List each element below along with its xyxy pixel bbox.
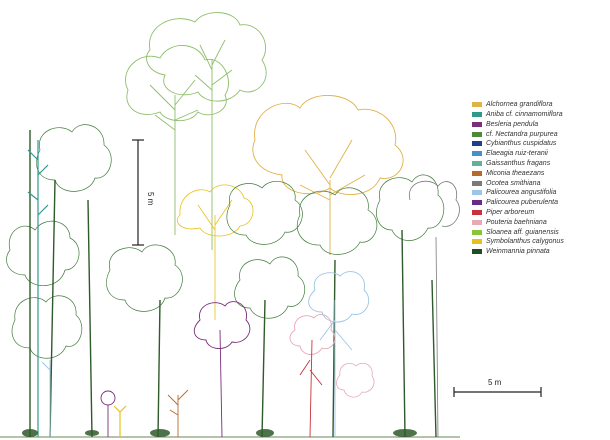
tree-aniba [28, 140, 48, 437]
legend-label: Piper arboreum [486, 208, 534, 217]
legend-label: Elaeagia ruiz-teranii [486, 149, 548, 158]
plant-symbolanthus [114, 406, 126, 437]
vertical-scale-bar [132, 140, 144, 245]
legend-item: Sloanea aff. guianensis [472, 227, 608, 236]
legend-item: Elaeagia ruiz-teranii [472, 149, 608, 158]
legend-label: Symbolanthus calygonus [486, 237, 564, 246]
legend-swatch [472, 200, 482, 205]
vertical-scale-label: 5 m [146, 192, 155, 206]
legend-label: Pouteria baehniana [486, 218, 547, 227]
legend-item: Piper arboreum [472, 208, 608, 217]
legend-item: Palicourea angustifolia [472, 188, 608, 197]
tree-besleria [101, 302, 250, 437]
base-clumps [22, 429, 417, 437]
legend-swatch [472, 181, 482, 186]
legend-item: cf. Nectandra purpurea [472, 129, 608, 138]
legend-label: Cybianthus cuspidatus [486, 139, 556, 148]
tree-alchornea-canopy [253, 95, 403, 255]
legend-swatch [472, 171, 482, 176]
legend-swatch [472, 161, 482, 166]
tree-piper-pouteria [290, 314, 374, 437]
legend-item: Pouteria baehniana [472, 218, 608, 227]
legend-swatch [472, 102, 482, 107]
legend-swatch [472, 230, 482, 235]
horizontal-scale-label: 5 m [488, 378, 502, 387]
tree-yellow-mid [177, 185, 253, 320]
legend-swatch [472, 122, 482, 127]
tree-miconia [168, 390, 188, 437]
legend-item: Miconia theaezans [472, 169, 608, 178]
legend-label: Besleria pendula [486, 120, 538, 129]
legend-label: Palicourea puberulenta [486, 198, 558, 207]
legend-label: Gaissanthus fragans [486, 159, 550, 168]
understory-foliage [6, 125, 443, 359]
legend-item: Cybianthus cuspidatus [472, 139, 608, 148]
legend-swatch [472, 249, 482, 254]
trunks [30, 130, 436, 437]
legend-swatch [472, 190, 482, 195]
horizontal-scale-bar [454, 387, 541, 397]
tree-emergent-center [146, 13, 266, 250]
legend-item: Besleria pendula [472, 120, 608, 129]
legend-swatch [472, 210, 482, 215]
legend-label: Weinmannia pinnata [486, 247, 550, 256]
legend-swatch [472, 141, 482, 146]
legend-swatch [472, 220, 482, 225]
legend-label: Palicourea angustifolia [486, 188, 556, 197]
legend-item: Weinmannia pinnata [472, 247, 608, 256]
legend-item: Symbolanthus calygonus [472, 237, 608, 246]
legend-swatch [472, 112, 482, 117]
legend-label: cf. Nectandra purpurea [486, 130, 558, 139]
legend-item: Aniba cf. cinnamomiflora [472, 110, 608, 119]
legend-label: Aniba cf. cinnamomiflora [486, 110, 563, 119]
legend-item: Ocotea smithiana [472, 178, 608, 187]
legend-label: Alchornea grandiflora [486, 100, 553, 109]
legend-item: Gaissanthus fragans [472, 159, 608, 168]
legend-item: Palicourea puberulenta [472, 198, 608, 207]
legend-swatch [472, 239, 482, 244]
legend-swatch [472, 151, 482, 156]
legend-label: Ocotea smithiana [486, 179, 540, 188]
legend-item: Alchornea grandiflora [472, 100, 608, 109]
legend-swatch [472, 132, 482, 137]
legend-label: Miconia theaezans [486, 169, 544, 178]
legend-label: Sloanea aff. guianensis [486, 228, 559, 237]
